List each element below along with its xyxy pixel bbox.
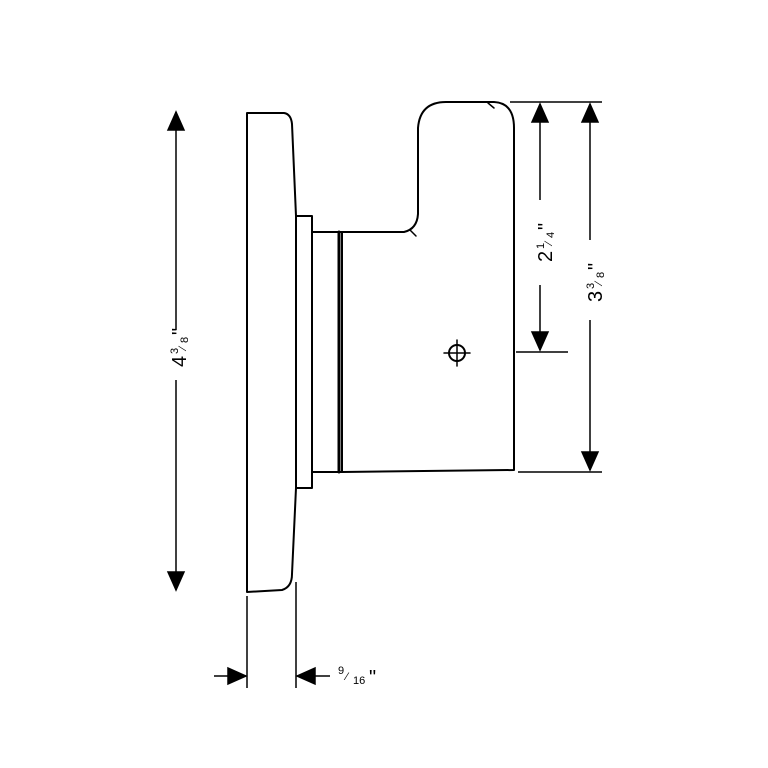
svg-text:⁄: ⁄: [593, 280, 605, 287]
dimension-handle-height-label: 2 1 ⁄ 4 ": [535, 223, 557, 262]
svg-text:4: 4: [169, 356, 191, 367]
collar: [311, 231, 343, 473]
svg-text:4: 4: [545, 232, 557, 238]
svg-text:": ": [169, 328, 191, 335]
svg-text:": ": [535, 223, 557, 230]
svg-text:2: 2: [535, 251, 557, 262]
dimension-body-height: [518, 101, 602, 473]
handle-nick: [409, 229, 417, 237]
svg-text:": ": [369, 667, 376, 689]
escutcheon-plate: [246, 112, 297, 593]
svg-text:8: 8: [595, 272, 607, 278]
handle-top-nick: [487, 102, 495, 109]
dimension-handle-height: [510, 101, 568, 353]
dimension-body-height-label: 3 3 ⁄ 8 ": [585, 263, 607, 302]
svg-text:16: 16: [353, 675, 365, 687]
svg-text:⁄: ⁄: [343, 671, 350, 683]
svg-text:1: 1: [535, 243, 547, 249]
dimension-plate-depth-label: 9 ⁄ 16 ": [338, 665, 376, 689]
svg-text:9: 9: [338, 665, 344, 677]
dimension-overall-height-label: 4 3 ⁄ 8 ": [169, 328, 191, 367]
dimension-plate-depth: [214, 582, 330, 688]
flange-ring: [295, 215, 313, 489]
svg-text:⁄: ⁄: [543, 240, 555, 247]
svg-text:": ": [585, 263, 607, 270]
svg-text:3: 3: [585, 283, 597, 289]
handle-body: [341, 101, 515, 473]
svg-text:⁄: ⁄: [177, 345, 189, 352]
dimension-overall-height: [166, 110, 186, 592]
svg-text:3: 3: [585, 291, 607, 302]
svg-text:3: 3: [169, 348, 181, 354]
svg-text:8: 8: [179, 337, 191, 343]
